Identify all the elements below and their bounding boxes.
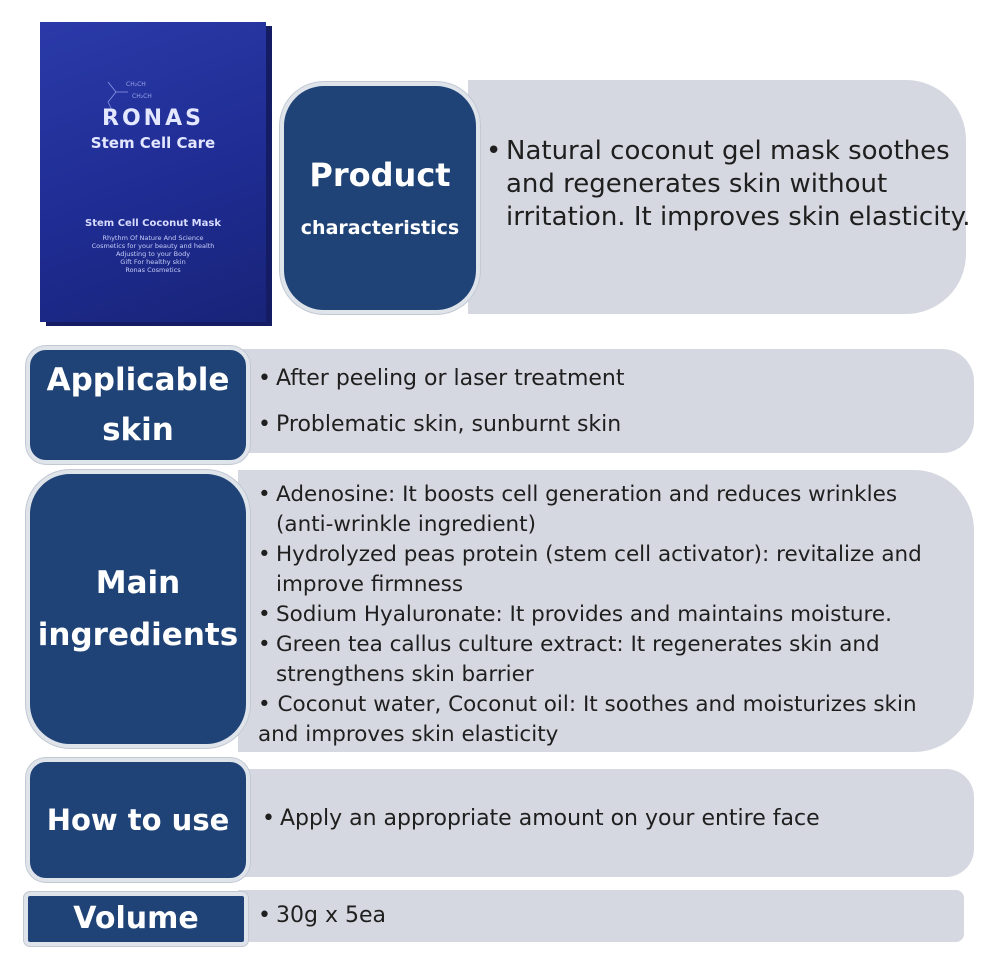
applicable-skin-label: Applicable skin <box>26 346 250 464</box>
product-line-name: Stem Cell Care <box>90 134 216 152</box>
bullet-icon: • <box>258 692 278 717</box>
main-ingredients-title-line1: Main <box>95 565 181 601</box>
ingredient-item-3: Sodium Hyaluronate: It provides and main… <box>276 602 892 627</box>
characteristics-panel: • Natural coconut gel mask soothes and r… <box>468 80 971 314</box>
ingredient-item-1: Adenosine: It boosts cell generation and… <box>276 482 898 537</box>
list-item: • Coconut water, Coconut oil: It soothes… <box>258 690 958 750</box>
applicable-skin-panel: • After peeling or laser treatment • Pro… <box>238 349 974 453</box>
list-item: • 30g x 5ea <box>258 902 386 930</box>
brand-logo: RONAS <box>102 106 204 131</box>
list-item: • Green tea callus culture extract: It r… <box>258 630 958 690</box>
how-to-use-title: How to use <box>46 803 230 837</box>
ingredient-item-5: Coconut water, Coconut oil: It soothes a… <box>258 692 917 747</box>
bullet-icon: • <box>262 806 275 831</box>
main-ingredients-title-line2: ingredients <box>37 617 239 653</box>
main-ingredients-panel: • Adenosine: It boosts cell generation a… <box>238 470 974 752</box>
mask-name: Stem Cell Coconut Mask <box>85 218 221 229</box>
applicable-skin-title-line1: Applicable <box>46 362 230 398</box>
how-to-use-label: How to use <box>26 758 250 882</box>
list-item: • Problematic skin, sunburnt skin <box>258 411 624 439</box>
how-to-use-item: Apply an appropriate amount on your enti… <box>280 806 820 831</box>
bullet-icon: • <box>258 482 271 507</box>
tagline-line-5: Ronas Cosmetics <box>125 266 181 274</box>
ingredient-item-2: Hydrolyzed peas protein (stem cell activ… <box>276 542 922 597</box>
applicable-skin-item-2: Problematic skin, sunburnt skin <box>276 412 622 437</box>
applicable-skin-item-1: After peeling or laser treatment <box>276 366 625 391</box>
ingredient-item-4: Green tea callus culture extract: It reg… <box>276 632 880 687</box>
bullet-icon: • <box>258 903 271 928</box>
list-item: • Adenosine: It boosts cell generation a… <box>258 480 958 540</box>
list-item: • Hydrolyzed peas protein (stem cell act… <box>258 540 958 600</box>
characteristics-label: Product characteristics <box>280 82 480 314</box>
bullet-icon: • <box>258 632 271 657</box>
characteristics-subtitle: characteristics <box>300 217 460 239</box>
list-item: • After peeling or laser treatment <box>258 365 624 393</box>
tagline-line-4: Gift For healthy skin <box>120 258 186 266</box>
volume-panel: • 30g x 5ea <box>238 890 964 942</box>
characteristics-title: Product <box>309 156 451 194</box>
volume-item: 30g x 5ea <box>276 903 386 928</box>
tagline-line-3: Adjusting to your Body <box>115 250 191 258</box>
molecule-graphic: CH₂CH CH₂CH <box>107 81 152 125</box>
characteristics-text: Natural coconut gel mask soothes and reg… <box>506 136 971 232</box>
volume-title: Volume <box>73 901 199 936</box>
list-item: • Sodium Hyaluronate: It provides and ma… <box>258 600 958 630</box>
main-ingredients-label: Main ingredients <box>26 470 250 748</box>
how-to-use-panel: • Apply an appropriate amount on your en… <box>238 769 974 877</box>
applicable-skin-title-line2: skin <box>102 412 174 448</box>
bullet-icon: • <box>258 366 271 391</box>
molecule-label-2: CH₂CH <box>132 93 152 100</box>
bullet-icon: • <box>258 542 271 567</box>
bullet-icon: • <box>258 412 271 437</box>
volume-label: Volume <box>24 892 248 946</box>
bullet-icon: • <box>258 602 271 627</box>
bullet-icon: • <box>486 136 502 166</box>
tagline-line-1: Rhythm Of Nature And Science <box>102 234 204 242</box>
list-item: • Apply an appropriate amount on your en… <box>262 805 820 833</box>
molecule-label-1: CH₂CH <box>126 81 146 88</box>
product-box-image: CH₂CH CH₂CH RONAS Stem Cell Care Stem Ce… <box>40 22 266 322</box>
tagline-line-2: Cosmetics for your beauty and health <box>91 242 215 250</box>
